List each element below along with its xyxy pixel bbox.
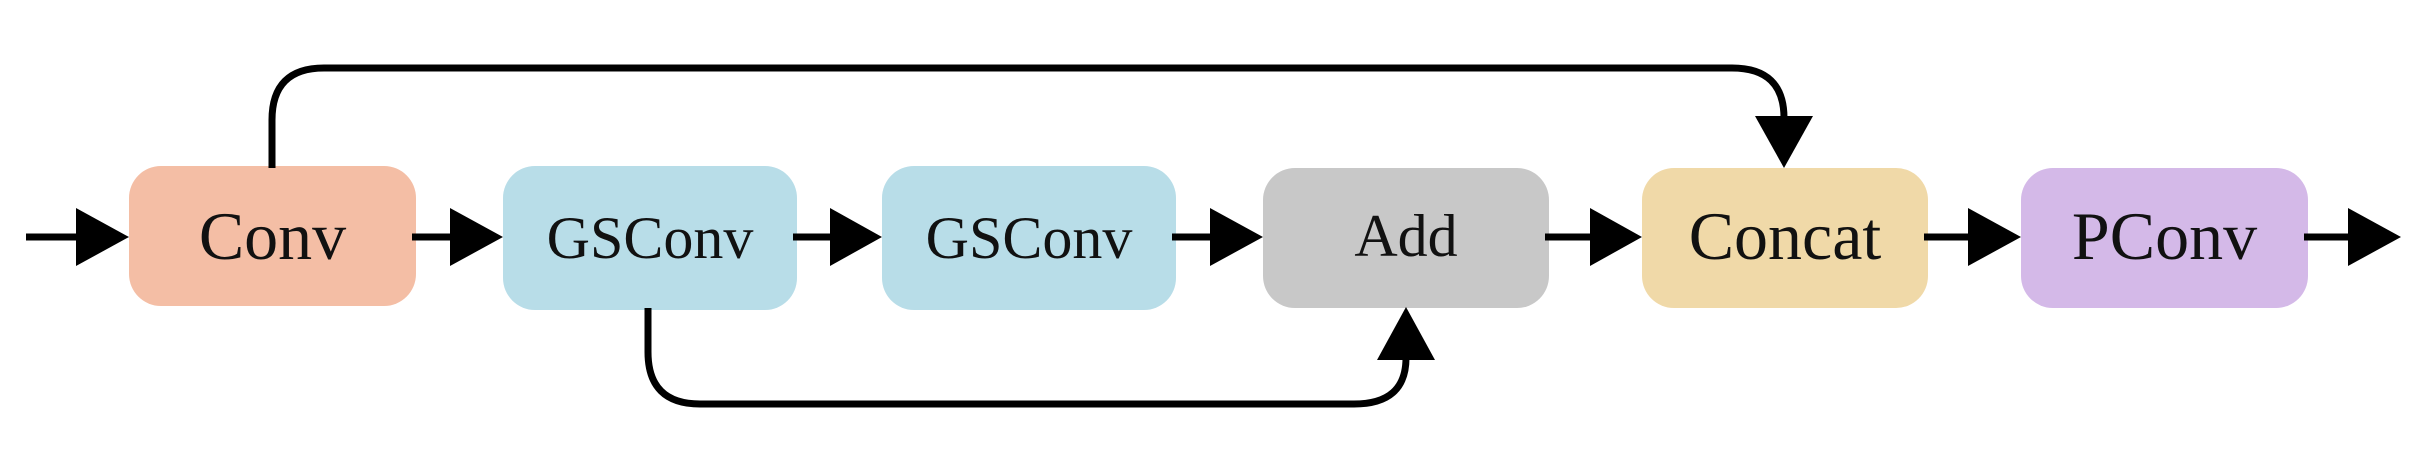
node-concat-label: Concat [1689,198,1882,274]
node-gsconv-1-box [503,166,797,310]
arrow-gsconv-2-to-add [1172,208,1263,266]
arrow-conv-to-gsconv-1 [412,208,503,266]
node-gsconv-1: GSConv [503,166,797,310]
arrow-concat-to-pconv [1924,208,2021,266]
node-concat-box [1642,168,1928,308]
node-pconv: PConv [2021,168,2308,308]
node-pconv-label: PConv [2072,198,2257,274]
node-gsconv-1-label: GSConv [547,205,754,271]
node-gsconv-2-label: GSConv [926,205,1133,271]
arrow-pconv-to-output [2304,208,2401,266]
node-add-label: Add [1354,203,1457,269]
skip-arrow-gsconv-1-to-add [644,307,1435,408]
arrow-gsconv-1-to-gsconv-2 [793,208,882,266]
node-conv: Conv [129,166,416,306]
skip-arrow-conv-to-concat [268,64,1813,168]
node-add-box [1263,168,1549,308]
node-conv-box [129,166,416,306]
node-conv-label: Conv [199,198,346,274]
node-add: Add [1263,168,1549,308]
node-concat: Concat [1642,168,1928,308]
arrow-add-to-concat [1545,208,1642,266]
node-gsconv-2-box [882,166,1176,310]
arrow-input-to-conv [26,208,129,266]
node-pconv-box [2021,168,2308,308]
node-gsconv-2: GSConv [882,166,1176,310]
